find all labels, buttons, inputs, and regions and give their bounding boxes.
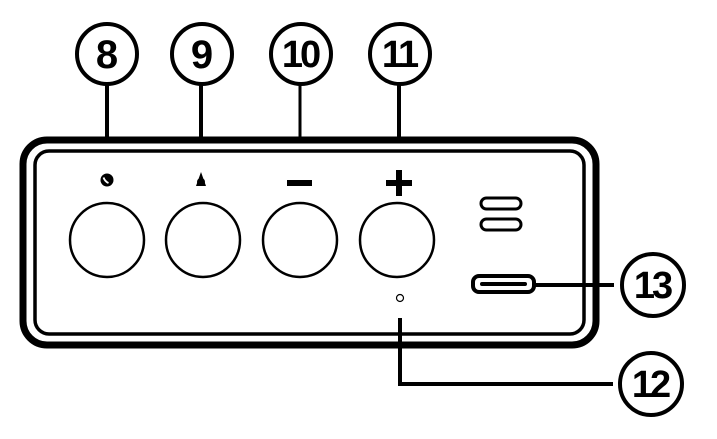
callout-11-label: 11 [382,34,419,76]
bluetooth-mode-icon [196,172,206,186]
callout-9: 9 [170,22,234,86]
minus-icon [287,180,312,186]
callout-13-label: 13 [634,265,672,307]
volume-up-button[interactable] [358,201,436,279]
leader-line-12 [398,318,613,386]
volume-down-button[interactable] [261,201,339,279]
callout-11: 11 [368,22,432,86]
callout-10: 10 [269,22,333,86]
callout-12: 12 [618,351,684,417]
mode-button[interactable] [164,201,242,279]
indicator-pinhole [395,293,405,303]
callout-10-label: 10 [282,34,320,76]
callout-13: 13 [620,252,686,318]
phone-button[interactable] [68,201,146,279]
vent-slot-top [479,196,523,211]
vent-slot-bottom [479,217,523,232]
phone-icon [100,173,114,187]
panel-inner-outline [33,149,586,336]
panel-outer-outline [19,136,600,349]
callout-12-label: 12 [632,364,670,406]
charging-port-inner [480,282,527,286]
plus-icon [386,170,412,196]
callout-8-label: 8 [96,33,118,77]
callout-8: 8 [75,22,139,86]
callout-9-label: 9 [191,33,213,77]
